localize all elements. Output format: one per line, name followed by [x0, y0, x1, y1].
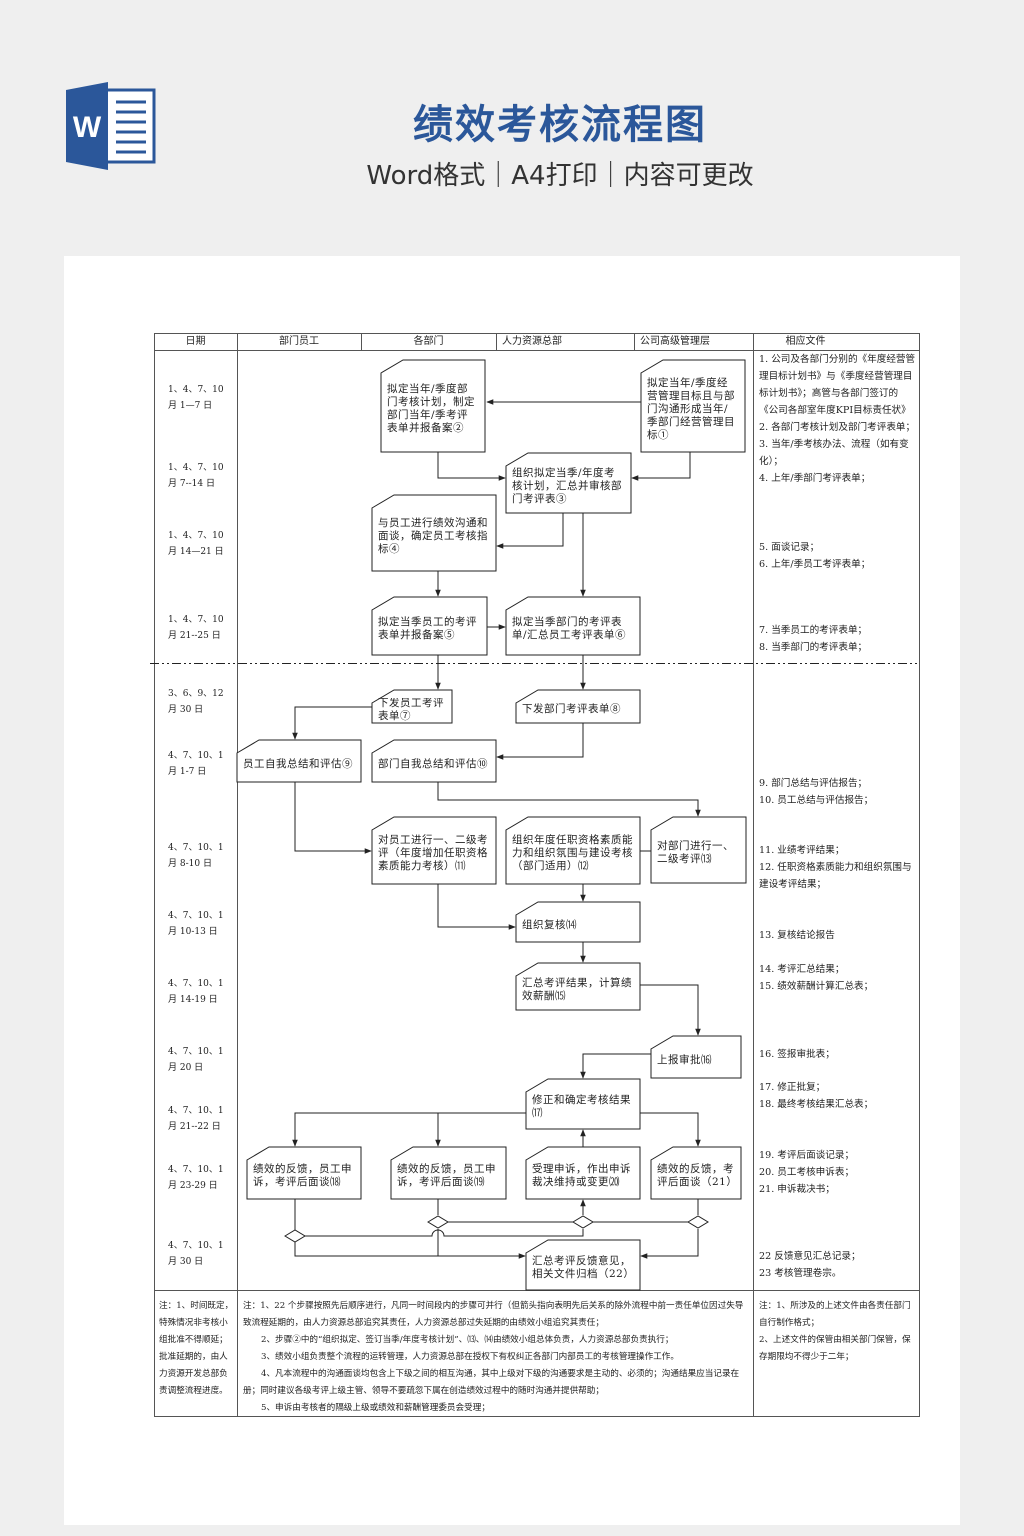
- document-list-item: 13. 复核结论报告: [759, 930, 835, 941]
- process-step-shape: [515, 689, 641, 724]
- process-step-shape: [650, 1146, 742, 1200]
- process-step-6: 拟定当季部门的考评表单/汇总员工考评表单⑥: [512, 616, 627, 641]
- page-title: 绩效考核流程图: [413, 102, 707, 148]
- process-step-shape: [505, 452, 632, 514]
- process-step-shape: [650, 1035, 742, 1079]
- date-label: 4、7、10、1 月 20 日: [168, 1047, 224, 1073]
- note-item: 5、申诉由考核者的隔级上级或绩效和薪酬管理委员会受理；: [261, 1403, 490, 1413]
- process-step-shape: [380, 359, 486, 453]
- column-date: 日期: [185, 336, 206, 347]
- process-step-15: 汇总考评结果，计算绩效薪酬⒂: [522, 976, 632, 1002]
- process-step-shape: [371, 596, 488, 656]
- process-step-7: 下发员工考评表单⑦: [378, 698, 444, 721]
- note-item: 2、步骤②中的“组织拟定、签订当季/年度考核计划”、⒀、⒁由绩效小组总体负责，人…: [261, 1335, 674, 1345]
- process-step-shape: [371, 689, 453, 724]
- table-border: [154, 333, 920, 1417]
- note-right: 注：1、所涉及的上述文件由各责任部门自行制作格式； 2、上述文件的保管由相关部门…: [759, 1301, 911, 1362]
- process-step-1: 拟定当年/季度经营管理目标且与部门沟通形成当年/季部门经营管理目标①: [647, 376, 735, 441]
- svg-text:W: W: [73, 111, 102, 144]
- process-step-8: 下发部门考评表单⑧: [522, 703, 621, 715]
- process-step-4: 与员工进行绩效沟通和面谈，确定员工考核指标④: [378, 516, 488, 555]
- process-step-19: 绩效的反馈，员工申诉，考评后面谈⒆: [397, 1163, 496, 1188]
- date-label: 1、4、7、10 月 1—7 日: [168, 385, 224, 411]
- note-item: 3、绩效小组负责整个流程的运转管理，人力资源总部在授权下有权纠正各部门内部员工的…: [261, 1352, 679, 1362]
- page-subtitle: Word格式｜A4打印｜内容可更改: [366, 161, 754, 191]
- date-label: 1、4、7、10 月 7--14 日: [168, 463, 224, 489]
- document-list-item: 11. 业绩考评结果； 12. 任职资格素质能力和组织氛围与建设考评结果；: [759, 845, 912, 890]
- process-step-12: 组织年度任职资格素质能力和组织氛围与建设考核（部门适用）⑿: [512, 834, 633, 872]
- date-label: 4、7、10、1 月 23-29 日: [168, 1165, 224, 1191]
- note-item: 注：1、22 个步骤按照先后顺序进行，凡同一时间段内的步骤可并行（但箭头指向表明…: [243, 1301, 744, 1328]
- document-list-item: 22 反馈意见汇总记录； 23 考核管理卷宗。: [759, 1251, 861, 1279]
- date-label: 1、4、7、10 月 21--25 日: [168, 615, 224, 641]
- process-step-shape: [236, 739, 362, 783]
- column-departments: 各部门: [413, 336, 444, 347]
- process-step-shape: [371, 739, 497, 783]
- process-step-13: 对部门进行一、二级考评⒀: [657, 840, 734, 865]
- process-step-10: 部门自我总结和评估⑩: [378, 757, 488, 770]
- column-hr: 人力资源总部: [502, 336, 562, 347]
- process-step-shape: [505, 816, 641, 885]
- process-step-22: 汇总考评反馈意见，相关文件归档（22）: [532, 1255, 635, 1280]
- process-step-shape: [371, 816, 497, 885]
- process-step-shape: [525, 1146, 641, 1200]
- process-step-shape: [246, 1146, 362, 1200]
- process-step-21: 绩效的反馈，考评后面谈（21）: [657, 1163, 738, 1188]
- date-label: 4、7、10、1 月 8-10 日: [168, 843, 224, 869]
- document-list-item: 14. 考评汇总结果； 15. 绩效薪酬计算汇总表；: [759, 964, 874, 992]
- process-step-11: 对员工进行一、二级考评（年度增加任职资格素质能力考核）⑾: [378, 834, 488, 872]
- process-step-9: 员工自我总结和评估⑨: [243, 757, 353, 770]
- note-middle: 注：1、22 个步骤按照先后顺序进行，凡同一时间段内的步骤可并行（但箭头指向表明…: [243, 1298, 751, 1417]
- process-step-2: 拟定当年/季度部门考核计划，制定部门当年/季考评表单并报备案②: [387, 383, 475, 434]
- note-item: 4、凡本流程中的沟通面谈均包含上下级之间的相互沟通，其中上级对下级的沟通要求是主…: [243, 1369, 740, 1396]
- document-list-item: 9. 部门总结与评估报告； 10. 员工总结与评估报告；: [759, 778, 874, 806]
- process-step-shape: [515, 962, 641, 1011]
- date-label: 4、7、10、1 月 10-13 日: [168, 911, 224, 937]
- column-employee: 部门员工: [279, 336, 319, 347]
- process-step-shape: [640, 359, 746, 453]
- document-list-item: 7. 当季员工的考评表单； 8. 当季部门的考评表单；: [759, 625, 868, 653]
- date-label: 4、7、10、1 月 1-7 日: [168, 751, 224, 777]
- process-step-shape: [650, 816, 747, 884]
- process-step-shape: [525, 1239, 641, 1291]
- process-step-14: 组织复核⒁: [522, 918, 577, 931]
- word-logo-icon: W: [66, 82, 156, 170]
- document-list-item: 16. 签报审批表；: [759, 1049, 835, 1060]
- process-step-20: 受理申诉，作出申诉裁决维持或变更⒇: [532, 1163, 631, 1188]
- note-left: 注：1、时间既定，特殊情况非考核小组批准不得顺延；批准延期的，由人力资源开发总部…: [159, 1301, 234, 1396]
- process-step-shape: [371, 494, 497, 572]
- process-step-16: 上报审批⒃: [657, 1053, 712, 1066]
- process-step-shape: [515, 901, 641, 943]
- process-step-shape: [390, 1146, 507, 1200]
- date-label: 3、6、9、12 月 30 日: [168, 689, 224, 715]
- date-label: 1、4、7、10 月 14—21 日: [168, 531, 224, 557]
- process-step-18: 绩效的反馈，员工申诉，考评后面谈⒅: [253, 1163, 352, 1188]
- column-documents: 相应文件: [785, 336, 826, 347]
- date-label: 4、7、10、1 月 30 日: [168, 1241, 224, 1267]
- process-step-shape: [525, 1078, 641, 1130]
- process-step-17: 修正和确定考核结果⒄: [532, 1094, 631, 1119]
- column-management: 公司高级管理层: [640, 336, 710, 347]
- document-list-item: 5. 面谈记录； 6. 上年/季员工考评表单；: [759, 542, 871, 570]
- date-label: 4、7、10、1 月 14-19 日: [168, 979, 224, 1005]
- document-list-item: 17. 修正批复； 18. 最终考核结果汇总表；: [759, 1082, 874, 1110]
- document-list-item: 1. 公司及各部门分别的《年度经营管理目标计划书》与《季度经营管理目标计划书》；…: [759, 354, 916, 484]
- process-step-5: 拟定当季员工的考评表单并报备案⑤: [378, 616, 477, 641]
- date-label: 4、7、10、1 月 21--22 日: [168, 1106, 224, 1132]
- process-step-shape: [505, 596, 641, 656]
- decision-diamonds: [284, 1215, 709, 1243]
- document-list-item: 19. 考评后面谈记录； 20. 员工考核申诉表； 21. 申诉裁决书；: [759, 1150, 855, 1195]
- process-step-3: 组织拟定当季/年度考核计划，汇总并审核部门考评表③: [512, 466, 622, 505]
